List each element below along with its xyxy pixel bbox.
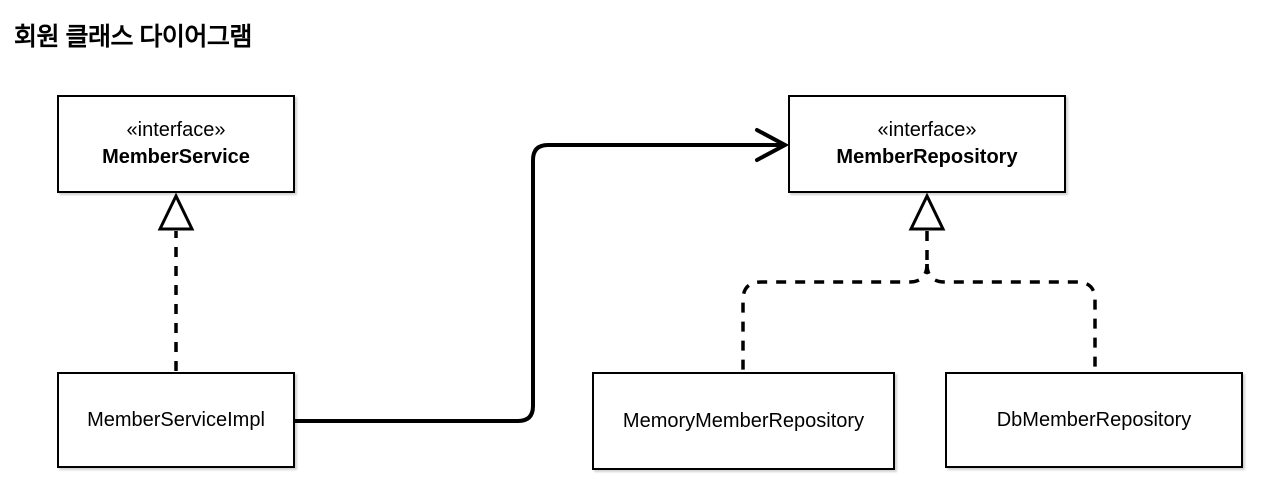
realization-edge-dbmemberrepository-to-memberrepository [925,263,1097,371]
stereotype-label: «interface» [877,119,977,141]
class-name-label: MemberService [102,146,250,168]
class-name-label: MemberRepository [836,146,1018,168]
stereotype-label: «interface» [126,119,226,141]
hollow-triangle-arrowhead-memberrepository [908,192,946,231]
class-box-member-service-impl: MemberServiceImpl [57,372,295,468]
class-box-db-member-repository: DbMemberRepository [945,372,1243,468]
class-box-memory-member-repository: MemoryMemberRepository [592,372,895,470]
open-arrowhead-memberrepository [755,128,790,162]
class-box-member-repository: «interface» MemberRepository [788,95,1066,193]
realization-edge-memorymemberrepository-to-memberrepository [741,263,929,371]
class-box-member-service: «interface» MemberService [57,95,295,193]
class-name-label: DbMemberRepository [996,408,1192,431]
dependency-edge-memberserviceimpl-to-memberrepository [295,143,783,423]
hollow-triangle-arrowhead-memberservice [157,192,195,231]
diagram-title: 회원 클래스 다이어그램 [14,23,252,51]
class-name-label: MemberServiceImpl [87,408,265,431]
class-name-label: MemoryMemberRepository [622,409,865,432]
